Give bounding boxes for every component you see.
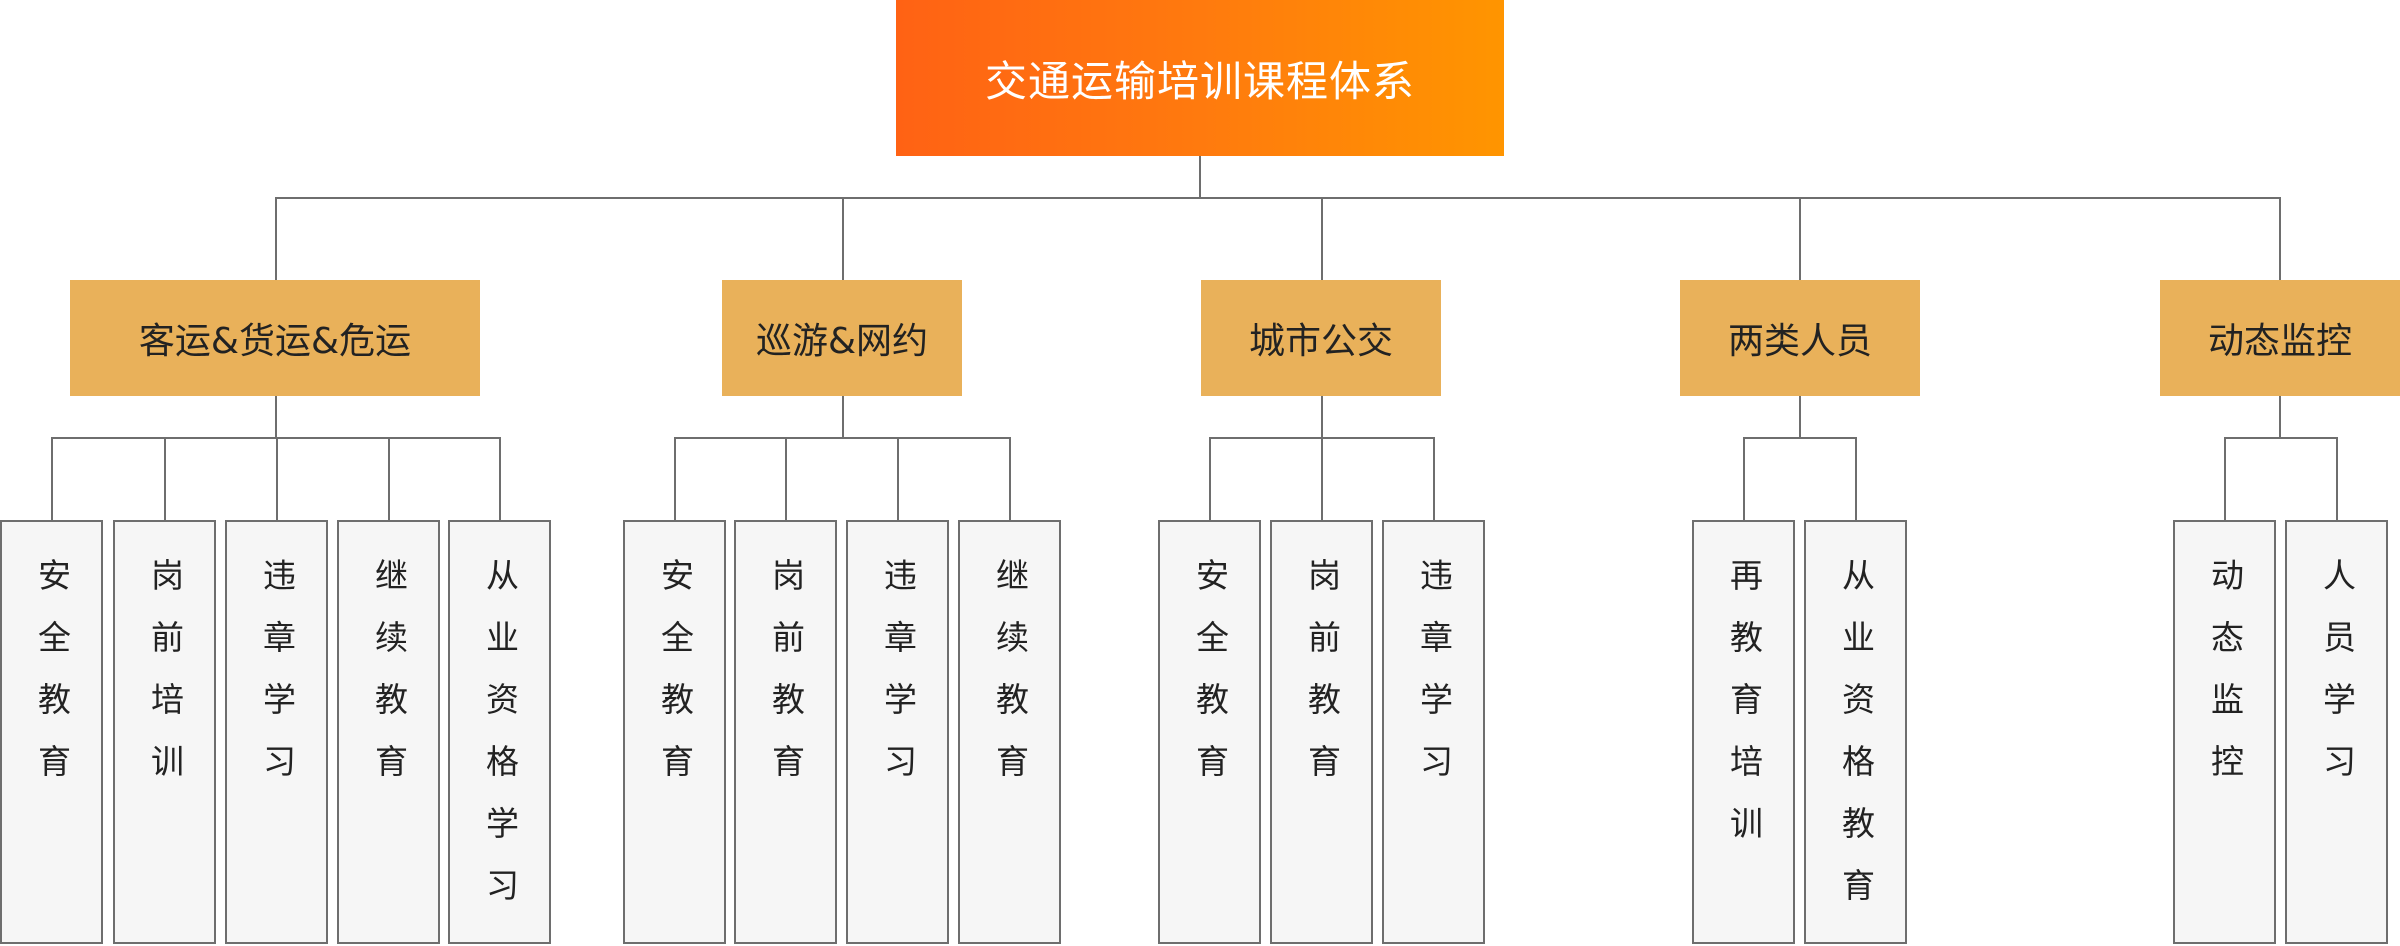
leaf-connector	[1742, 438, 1745, 520]
leaf-connector	[50, 438, 53, 520]
leaf-label: 安全教育	[32, 558, 72, 806]
root-title: 交通运输培训课程体系	[984, 56, 1415, 106]
main-bus-line	[275, 197, 2281, 199]
leaf-connector	[163, 438, 166, 520]
leaf-node: 安全教育	[1158, 520, 1261, 944]
leaf-node: 从业资格学习	[448, 520, 551, 944]
leaf-node: 安全教育	[623, 520, 726, 944]
group-stem	[2279, 396, 2281, 438]
leaf-connector	[387, 438, 390, 520]
leaf-connector	[1320, 438, 1323, 520]
group-connector	[842, 198, 844, 280]
leaf-label: 人员学习	[2317, 558, 2357, 806]
sub-bus-line	[1742, 437, 1857, 439]
leaf-label: 安全教育	[1190, 558, 1230, 806]
group-connector	[275, 198, 277, 280]
leaf-connector	[2335, 438, 2338, 520]
leaf-connector	[498, 438, 501, 520]
leaf-connector	[1854, 438, 1857, 520]
leaf-label: 继续教育	[369, 558, 409, 806]
group-connector	[1321, 198, 1323, 280]
group-stem	[1799, 396, 1801, 438]
leaf-label: 违章学习	[1414, 558, 1454, 806]
group-connector	[1799, 198, 1801, 280]
leaf-connector	[1432, 438, 1435, 520]
leaf-node: 从业资格教育	[1804, 520, 1907, 944]
leaf-node: 再教育培训	[1692, 520, 1795, 944]
leaf-label: 违章学习	[878, 558, 918, 806]
group-node: 城市公交	[1201, 280, 1441, 396]
leaf-label: 岗前教育	[766, 558, 806, 806]
leaf-node: 动态监控	[2173, 520, 2276, 944]
leaf-node: 继续教育	[958, 520, 1061, 944]
leaf-connector	[275, 438, 278, 520]
leaf-label: 违章学习	[257, 558, 297, 806]
group-label: 城市公交	[1248, 321, 1393, 362]
group-label: 两类人员	[1727, 321, 1872, 362]
leaf-label: 岗前培训	[145, 558, 185, 806]
leaf-connector	[2223, 438, 2226, 520]
leaf-label: 从业资格教育	[1836, 558, 1876, 930]
group-label: 动态监控	[2207, 321, 2352, 362]
leaf-connector	[1008, 438, 1011, 520]
sub-bus-line	[673, 437, 1011, 439]
leaf-connector	[1208, 438, 1211, 520]
leaf-node: 违章学习	[225, 520, 328, 944]
group-stem	[842, 396, 844, 438]
group-label: 巡游&网约	[755, 321, 929, 362]
leaf-node: 违章学习	[846, 520, 949, 944]
group-node: 动态监控	[2160, 280, 2400, 396]
leaf-label: 动态监控	[2205, 558, 2245, 806]
leaf-connector	[896, 438, 899, 520]
leaf-node: 安全教育	[0, 520, 103, 944]
leaf-node: 岗前教育	[1270, 520, 1373, 944]
leaf-node: 岗前教育	[734, 520, 837, 944]
group-node: 两类人员	[1680, 280, 1920, 396]
group-node: 巡游&网约	[722, 280, 962, 396]
leaf-label: 继续教育	[990, 558, 1030, 806]
group-stem	[275, 396, 277, 438]
leaf-node: 继续教育	[337, 520, 440, 944]
leaf-label: 从业资格学习	[480, 558, 520, 930]
leaf-connector	[784, 438, 787, 520]
leaf-label: 岗前教育	[1302, 558, 1342, 806]
group-connector	[2279, 198, 2281, 280]
leaf-node: 违章学习	[1382, 520, 1485, 944]
leaf-label: 再教育培训	[1724, 558, 1764, 868]
sub-bus-line	[2223, 437, 2338, 439]
leaf-connector	[673, 438, 676, 520]
group-node: 客运&货运&危运	[70, 280, 480, 396]
group-stem	[1321, 396, 1323, 438]
group-label: 客运&货运&危运	[138, 321, 412, 362]
root-connector	[1199, 156, 1201, 198]
leaf-node: 人员学习	[2285, 520, 2388, 944]
root-node: 交通运输培训课程体系	[896, 0, 1504, 156]
leaf-node: 岗前培训	[113, 520, 216, 944]
leaf-label: 安全教育	[655, 558, 695, 806]
